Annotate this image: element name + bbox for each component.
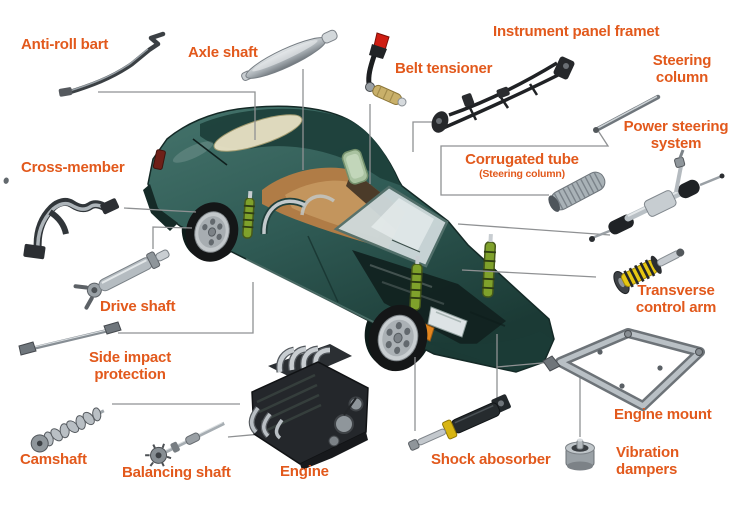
part-camshaft-illustration bbox=[30, 407, 105, 453]
label-shock-absorber: Shock abosorber bbox=[431, 451, 551, 468]
part-side-impact-illustration bbox=[18, 321, 122, 356]
part-corrugated-tube-illustration bbox=[548, 171, 606, 212]
front-left-coilover bbox=[409, 255, 423, 311]
part-engine-illustration bbox=[248, 344, 369, 470]
part-belt-tensioner-illustration bbox=[365, 32, 407, 107]
leader-anti-roll-bar bbox=[98, 91, 256, 140]
label-engine-mount: Engine mount bbox=[614, 406, 712, 423]
rear-bumper bbox=[143, 184, 178, 231]
part-power-steering-illustration bbox=[589, 149, 725, 242]
headlight-line bbox=[435, 311, 462, 323]
label-transverse-control-arm: Transverse control arm bbox=[635, 282, 717, 316]
front-wheel bbox=[368, 304, 428, 372]
part-vibration-damper-illustration bbox=[565, 438, 595, 471]
part-cross-member-illustration bbox=[23, 197, 120, 260]
grille-line bbox=[469, 311, 506, 327]
label-anti-roll-bar: Anti-roll bart bbox=[21, 36, 109, 53]
leader-steering-column-corrugated bbox=[440, 128, 610, 196]
rear-wheel bbox=[3, 177, 239, 262]
leader-drive-shaft bbox=[152, 226, 193, 249]
part-steering-column-illustration bbox=[593, 94, 661, 133]
leader-engine-mount bbox=[496, 334, 554, 402]
leader-power-steering bbox=[457, 223, 611, 236]
label-corrugated-tube-sub: (Steering column) bbox=[479, 167, 565, 180]
windshield-shine bbox=[371, 198, 434, 252]
part-balancing-shaft-illustration bbox=[145, 421, 225, 467]
label-side-impact-protection: Side impact protection bbox=[89, 349, 171, 383]
part-instrument-panel-frame-illustration bbox=[431, 56, 575, 133]
wiper bbox=[391, 239, 421, 253]
part-axle-shaft-illustration bbox=[241, 29, 338, 81]
tonneau-cover bbox=[213, 114, 303, 152]
label-balancing-shaft: Balancing shaft bbox=[122, 464, 231, 481]
seat bbox=[341, 148, 369, 185]
label-drive-shaft: Drive shaft bbox=[100, 298, 176, 315]
label-cross-member: Cross-member bbox=[21, 159, 125, 176]
label-engine: Engine bbox=[280, 463, 329, 480]
part-engine-mount-illustration bbox=[542, 328, 705, 411]
leader-side-impact bbox=[118, 282, 254, 334]
headlight bbox=[427, 306, 468, 338]
label-corrugated-tube-title: Corrugated tube bbox=[465, 151, 579, 168]
tail-light bbox=[152, 149, 166, 170]
part-drive-shaft-illustration bbox=[73, 249, 170, 310]
label-axle-shaft: Axle shaft bbox=[188, 44, 258, 61]
front-right-coilover bbox=[482, 233, 497, 298]
part-shock-absorber-illustration bbox=[408, 394, 511, 451]
roll-hoop2 bbox=[300, 194, 336, 216]
roll-hoop-shine bbox=[262, 199, 306, 235]
part-anti-roll-bar-illustration bbox=[58, 31, 166, 97]
label-camshaft: Camshaft bbox=[20, 451, 87, 468]
label-instrument-panel-frame: Instrument panel framet bbox=[493, 23, 660, 40]
label-steering-column: Steering column bbox=[652, 52, 712, 86]
door-seam bbox=[307, 235, 339, 303]
leader-cross-member bbox=[123, 207, 197, 213]
front-bumper bbox=[420, 331, 553, 371]
antenna bbox=[192, 138, 228, 166]
car-illustration bbox=[3, 105, 555, 373]
rear-coilover bbox=[242, 190, 255, 239]
part-coilover-illustration bbox=[613, 248, 685, 295]
label-belt-tensioner: Belt tensioner bbox=[395, 60, 493, 77]
label-power-steering-system: Power steering system bbox=[623, 118, 729, 152]
label-vibration-dampers: Vibration dampers bbox=[616, 444, 679, 478]
label-corrugated-tube: Corrugated tube(Steering column) bbox=[459, 151, 585, 180]
leader-transverse-control-arm bbox=[461, 269, 597, 278]
engine-bay bbox=[352, 250, 506, 349]
